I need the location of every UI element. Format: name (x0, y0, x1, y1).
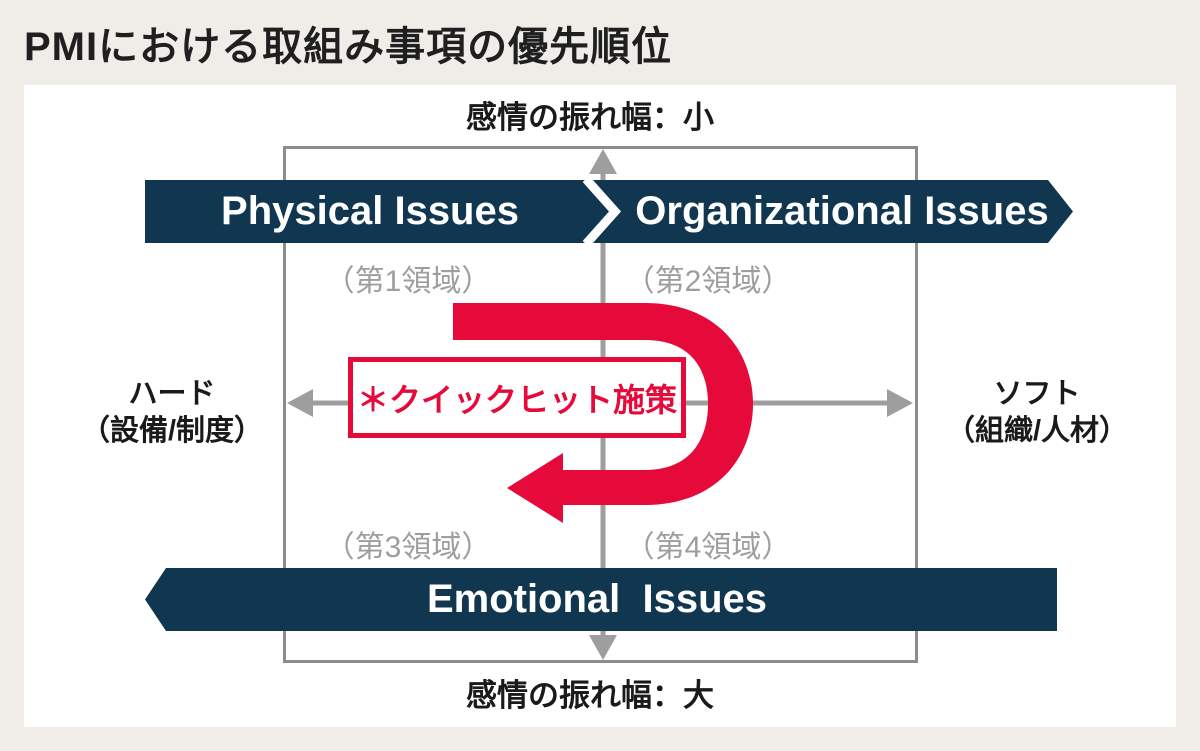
right-axis-label-line1: ソフト (993, 378, 1081, 410)
quick-hit-callout-label: ＊クイックヒット施策 (356, 381, 677, 418)
bottom-axis-label: 感情の振れ幅：大 (466, 678, 714, 713)
top-axis-label: 感情の振れ幅：小 (466, 100, 714, 135)
left-axis-label: ハード （設備/制度） (81, 376, 263, 450)
organizational-issues-label: Organizational Issues (635, 189, 1049, 233)
right-axis-label-line2: （組織/人材） (945, 415, 1129, 447)
right-axis-label: ソフト （組織/人材） (946, 376, 1128, 450)
quadrant-3-label: （第3領域） (324, 531, 492, 564)
quadrant-2-label: （第2領域） (624, 265, 792, 298)
emotional-issues-label: Emotional Issues (426, 577, 768, 621)
left-axis-label-line1: ハード (128, 378, 216, 410)
quick-hit-callout-box: ＊クイックヒット施策 (348, 357, 686, 438)
physical-issues-label: Physical Issues (221, 189, 519, 233)
quadrant-1-label: （第1領域） (324, 265, 492, 298)
left-axis-label-line2: （設備/制度） (80, 415, 264, 447)
page-title: PMIにおける取組み事項の優先順位 (24, 25, 673, 69)
quadrant-4-label: （第4領域） (624, 531, 792, 564)
